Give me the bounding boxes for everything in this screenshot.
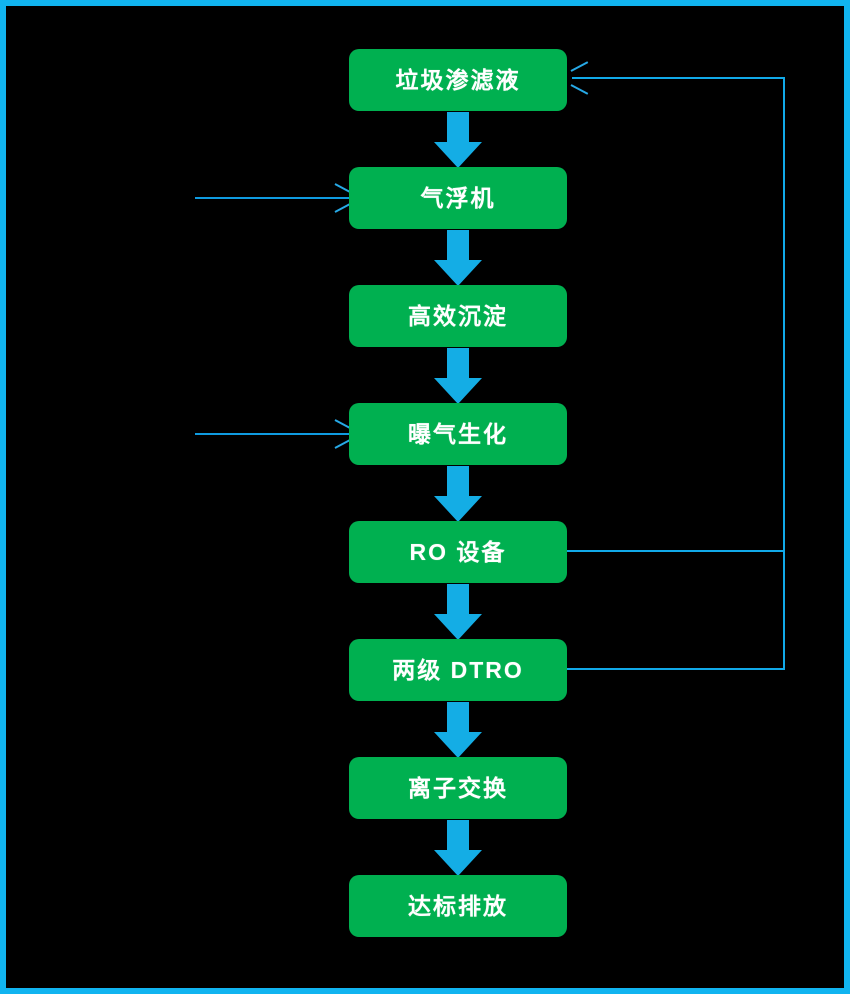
recycle-line-vertical-riser bbox=[783, 77, 785, 670]
node-ionexchange[interactable]: 离子交换 bbox=[349, 757, 567, 819]
arrow-head-icon bbox=[434, 850, 482, 876]
input-arrow-aeration-line bbox=[195, 433, 350, 435]
frame-border-bottom bbox=[0, 988, 850, 994]
node-settling[interactable]: 高效沉淀 bbox=[349, 285, 567, 347]
arrow-head-icon bbox=[434, 378, 482, 404]
node-settling-label: 高效沉淀 bbox=[408, 302, 508, 329]
node-ionexchange-label: 离子交换 bbox=[408, 774, 508, 801]
node-aeration[interactable]: 曝气生化 bbox=[349, 403, 567, 465]
node-ro[interactable]: RO 设备 bbox=[349, 521, 567, 583]
node-discharge[interactable]: 达标排放 bbox=[349, 875, 567, 937]
node-flotation-label: 气浮机 bbox=[420, 184, 496, 211]
arrow-head-icon bbox=[434, 732, 482, 758]
down-arrow-ionexchange-to-discharge bbox=[434, 820, 482, 876]
arrow-head-icon bbox=[434, 260, 482, 286]
frame-border-right bbox=[844, 0, 850, 994]
recycle-arrowhead-icon bbox=[570, 67, 590, 89]
down-arrow-ro-to-dtro bbox=[434, 584, 482, 640]
node-leachate[interactable]: 垃圾渗滤液 bbox=[349, 49, 567, 111]
arrow-shaft bbox=[447, 466, 469, 500]
arrow-shaft bbox=[447, 112, 469, 146]
arrow-head-icon bbox=[434, 142, 482, 168]
node-flotation[interactable]: 气浮机 bbox=[349, 167, 567, 229]
arrow-head-icon bbox=[434, 614, 482, 640]
recycle-line-return-horizontal bbox=[572, 77, 785, 79]
node-discharge-label: 达标排放 bbox=[408, 892, 508, 919]
node-dtro-label: 两级 DTRO bbox=[392, 656, 524, 683]
down-arrow-flotation-to-settling bbox=[434, 230, 482, 286]
node-aeration-label: 曝气生化 bbox=[408, 420, 508, 447]
arrow-shaft bbox=[447, 584, 469, 618]
arrow-shaft bbox=[447, 702, 469, 736]
arrow-shaft bbox=[447, 820, 469, 854]
arrow-shaft bbox=[447, 230, 469, 264]
input-arrow-aeration bbox=[195, 424, 350, 444]
arrow-shaft bbox=[447, 348, 469, 382]
down-arrow-leachate-to-flotation bbox=[434, 112, 482, 168]
arrow-head-icon bbox=[434, 496, 482, 522]
input-arrow-flotation bbox=[195, 188, 350, 208]
node-ro-label: RO 设备 bbox=[409, 538, 507, 565]
down-arrow-settling-to-aeration bbox=[434, 348, 482, 404]
recycle-line-dtro-horizontal bbox=[567, 668, 785, 670]
frame-border-top bbox=[0, 0, 850, 6]
down-arrow-aeration-to-ro bbox=[434, 466, 482, 522]
node-dtro[interactable]: 两级 DTRO bbox=[349, 639, 567, 701]
recycle-line-ro-horizontal bbox=[567, 550, 785, 552]
down-arrow-dtro-to-ionexchange bbox=[434, 702, 482, 758]
node-leachate-label: 垃圾渗滤液 bbox=[395, 66, 521, 93]
input-arrow-flotation-line bbox=[195, 197, 350, 199]
frame-border-left bbox=[0, 0, 6, 994]
